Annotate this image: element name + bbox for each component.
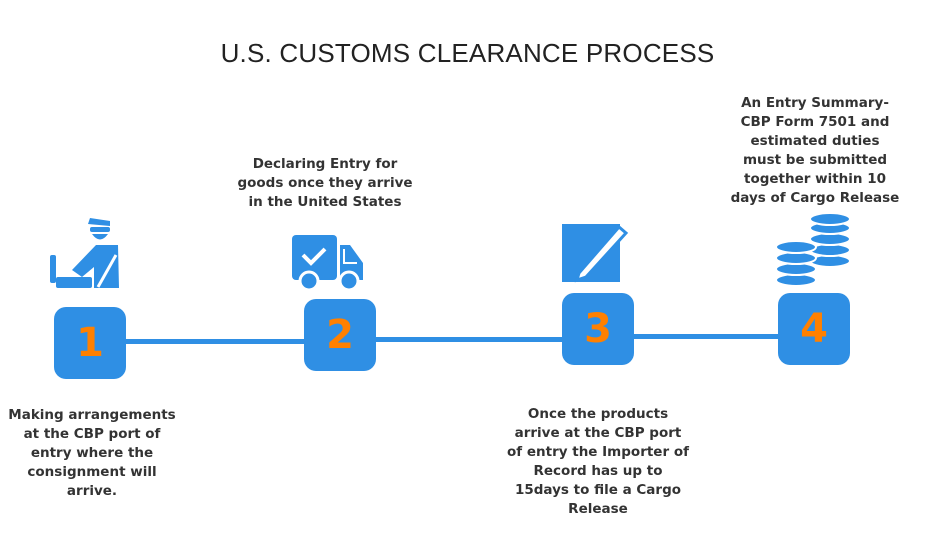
coin-stacks-icon — [775, 212, 850, 286]
delivery-truck-check-icon — [292, 235, 363, 291]
step-2-badge: 2 — [304, 299, 376, 371]
step-1-description: Making arrangements at the CBP port of e… — [8, 407, 176, 499]
connector-2-3 — [376, 337, 562, 342]
step-1-badge: 1 — [54, 307, 126, 379]
step-2-description: Declaring Entry for goods once they arri… — [237, 156, 413, 210]
step-4-badge: 4 — [778, 293, 850, 365]
connector-3-4 — [634, 334, 778, 339]
step-4-description: An Entry Summary- CBP Form 7501 and esti… — [730, 95, 900, 206]
step-3-description: Once the products arrive at the CBP port… — [507, 406, 689, 517]
step-3-badge: 3 — [562, 293, 634, 365]
edit-form-icon — [562, 224, 629, 283]
customs-officer-icon — [50, 218, 119, 288]
connector-1-2 — [126, 339, 304, 344]
page-title: U.S. CUSTOMS CLEARANCE PROCESS — [220, 38, 715, 68]
